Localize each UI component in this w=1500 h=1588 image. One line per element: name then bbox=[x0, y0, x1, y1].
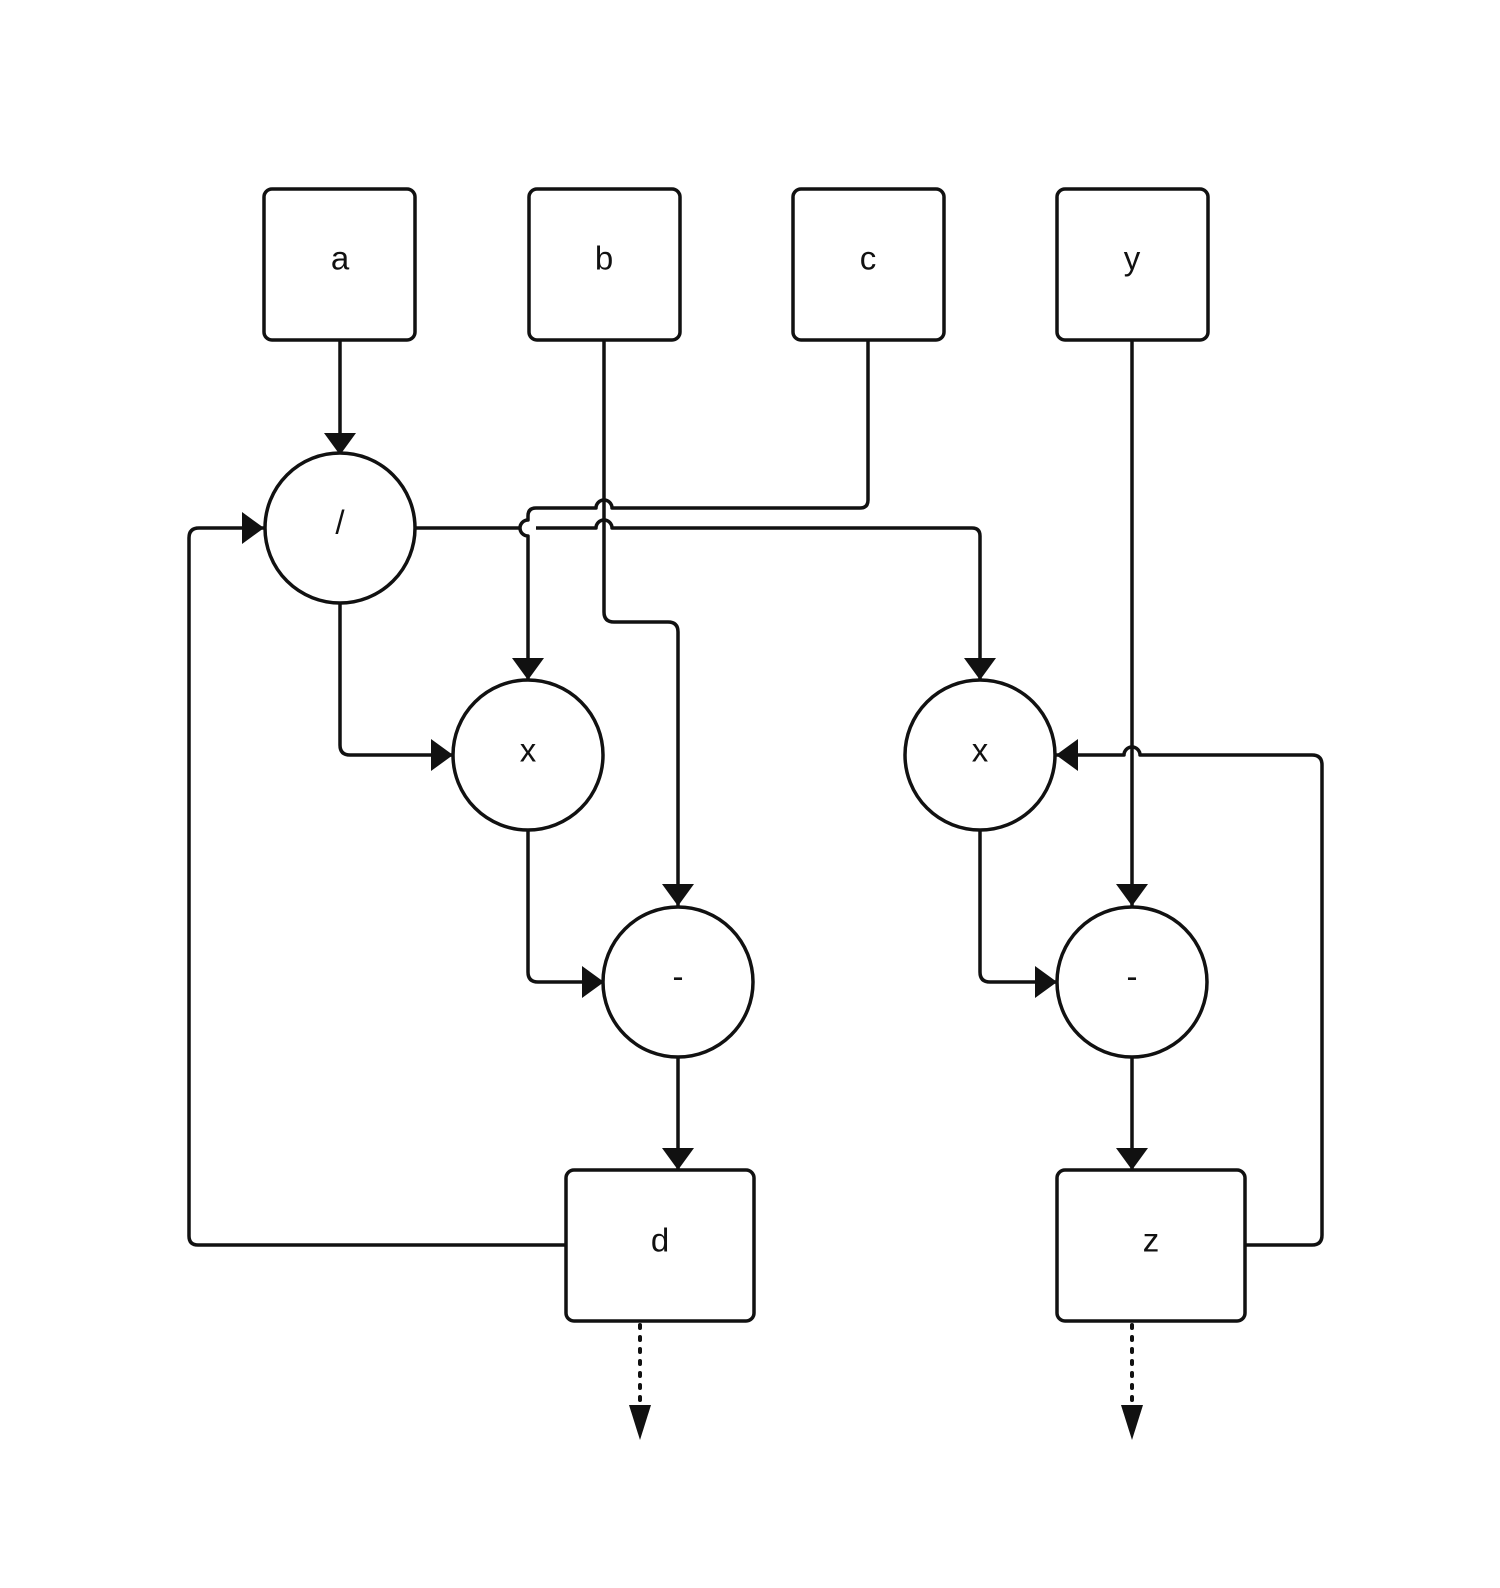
edge-multiply-right-to-subtract-right bbox=[978, 830, 1057, 998]
operator-node-subtract-right: - bbox=[1055, 905, 1209, 1059]
input-node-b: b bbox=[527, 187, 682, 342]
edges bbox=[187, 340, 1324, 1440]
operator-node-multiply-left-label: x bbox=[520, 732, 537, 769]
input-node-c-label: c bbox=[860, 240, 877, 277]
edge-divide-to-multiply-right bbox=[415, 518, 980, 680]
edge-d-to-divide-feedback bbox=[187, 512, 566, 1247]
operator-node-divide: / bbox=[263, 451, 417, 605]
output-node-d-label: d bbox=[651, 1222, 669, 1259]
edge-c-to-multiply-left bbox=[512, 340, 870, 680]
operator-node-multiply-right: x bbox=[903, 678, 1057, 832]
operator-node-divide-label: / bbox=[335, 504, 345, 541]
arrow-z-downstream bbox=[1121, 1405, 1143, 1440]
operator-node-subtract-left-label: - bbox=[673, 958, 684, 995]
input-node-a: a bbox=[262, 187, 417, 342]
input-node-y-label: y bbox=[1124, 240, 1141, 277]
output-node-z-label: z bbox=[1143, 1222, 1160, 1259]
edge-b-to-subtract-left bbox=[602, 340, 694, 906]
output-node-d: d bbox=[564, 1168, 756, 1323]
operator-node-multiply-left: x bbox=[451, 678, 605, 832]
edge-multiply-left-to-subtract-left bbox=[526, 830, 604, 998]
input-node-b-label: b bbox=[595, 240, 613, 277]
edge-z-to-multiply-right-feedback bbox=[1056, 739, 1324, 1247]
input-node-c: c bbox=[791, 187, 946, 342]
input-node-a-label: a bbox=[331, 240, 350, 277]
arrow-d-downstream bbox=[629, 1405, 651, 1440]
operator-node-multiply-right-label: x bbox=[972, 732, 989, 769]
input-node-y: y bbox=[1055, 187, 1210, 342]
operator-node-subtract-left: - bbox=[601, 905, 755, 1059]
output-node-z: z bbox=[1055, 1168, 1247, 1323]
operator-node-subtract-right-label: - bbox=[1127, 958, 1138, 995]
edge-divide-to-multiply-left bbox=[338, 602, 453, 771]
